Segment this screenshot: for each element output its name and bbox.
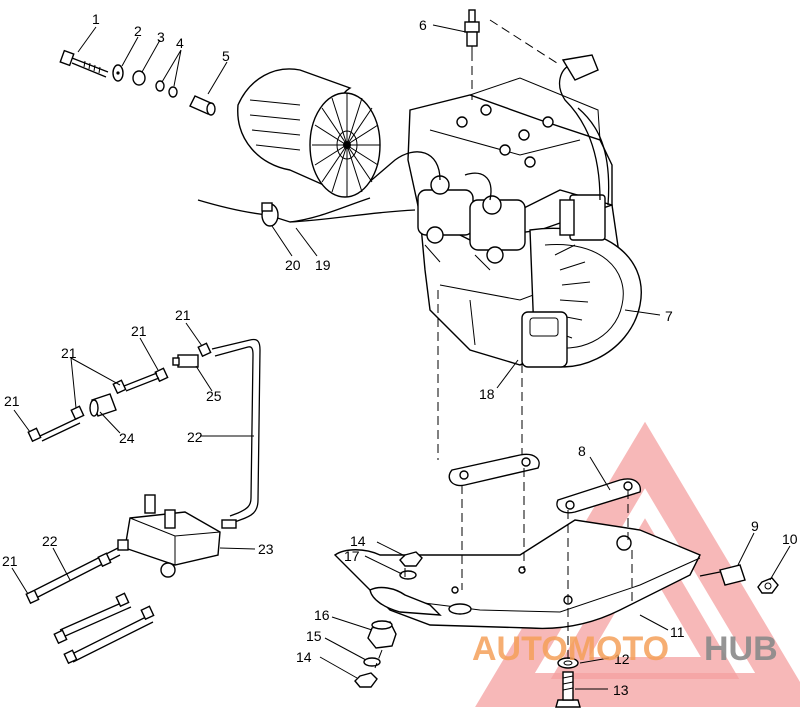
callout-15: 15	[306, 628, 322, 644]
callout-2: 2	[134, 23, 142, 39]
callout-21-c: 21	[61, 345, 77, 361]
callout-20: 20	[285, 257, 301, 273]
drive-clutch-assembly	[237, 68, 381, 198]
callout-21-e: 21	[2, 553, 18, 569]
automotohub-wordmark: AUTOMOTO HUB	[472, 630, 778, 668]
callout-8: 8	[578, 443, 586, 459]
fuel-filter-24	[89, 393, 117, 417]
callout-22-b: 22	[42, 533, 58, 549]
fuel-line-short	[39, 372, 160, 442]
callout-12: 12	[614, 651, 630, 667]
callout-21-a: 21	[175, 307, 191, 323]
fuel-pump-23	[117, 494, 237, 578]
watermark-text-hub: HUB	[704, 630, 778, 668]
nut-10	[757, 577, 779, 594]
fitting-25	[172, 354, 199, 368]
watermark-text-automoto: AUTOMOTO	[472, 630, 669, 668]
callout-13: 13	[613, 682, 629, 698]
sleeve-5	[189, 95, 216, 116]
leader-lines	[11, 24, 791, 690]
callout-4: 4	[176, 35, 184, 51]
carburetor-pair	[417, 175, 526, 271]
callout-25: 25	[206, 388, 222, 404]
clamp-20	[261, 202, 279, 227]
callout-7: 7	[665, 308, 673, 324]
callout-19: 19	[315, 257, 331, 273]
callout-24: 24	[119, 430, 135, 446]
stud-9	[699, 564, 746, 586]
washers-15-17	[363, 570, 417, 667]
callout-18: 18	[479, 386, 495, 402]
isolator-16	[367, 620, 397, 649]
callout-3: 3	[157, 29, 165, 45]
alignment-lines	[374, 19, 633, 669]
fuel-line-22-lower	[34, 547, 154, 663]
callout-21-b: 21	[131, 323, 147, 339]
mount-bar	[448, 453, 540, 487]
callout-17: 17	[344, 548, 360, 564]
callout-9: 9	[751, 518, 759, 534]
hose-clamps-21	[25, 342, 212, 665]
spark-plug-6	[464, 9, 480, 52]
washer-2	[112, 64, 124, 82]
fuel-line-22-upper	[211, 338, 261, 524]
callout-21-d: 21	[4, 393, 20, 409]
throttle-cable-19	[197, 197, 416, 223]
callout-14-upper: 14	[350, 533, 366, 549]
callout-23: 23	[258, 541, 274, 557]
nuts-14	[354, 551, 423, 688]
bolt-13	[555, 671, 581, 708]
o-rings-4	[155, 80, 178, 98]
callout-14-lower: 14	[296, 649, 312, 665]
callout-5: 5	[222, 48, 230, 64]
callout-1: 1	[92, 11, 100, 27]
bolt-1	[59, 49, 109, 78]
callout-22-a: 22	[187, 429, 203, 445]
callout-labels: 1 2 3 4 5 6 7 8 9 10 11 12 13 14 14 15 1…	[2, 11, 798, 698]
spacer-3	[132, 70, 146, 86]
engine-mount-plate-11	[333, 519, 701, 630]
engine-assembly	[359, 54, 642, 368]
callout-11: 11	[670, 624, 685, 640]
callout-10: 10	[782, 531, 798, 547]
callout-6: 6	[419, 17, 427, 33]
callout-16: 16	[314, 607, 330, 623]
